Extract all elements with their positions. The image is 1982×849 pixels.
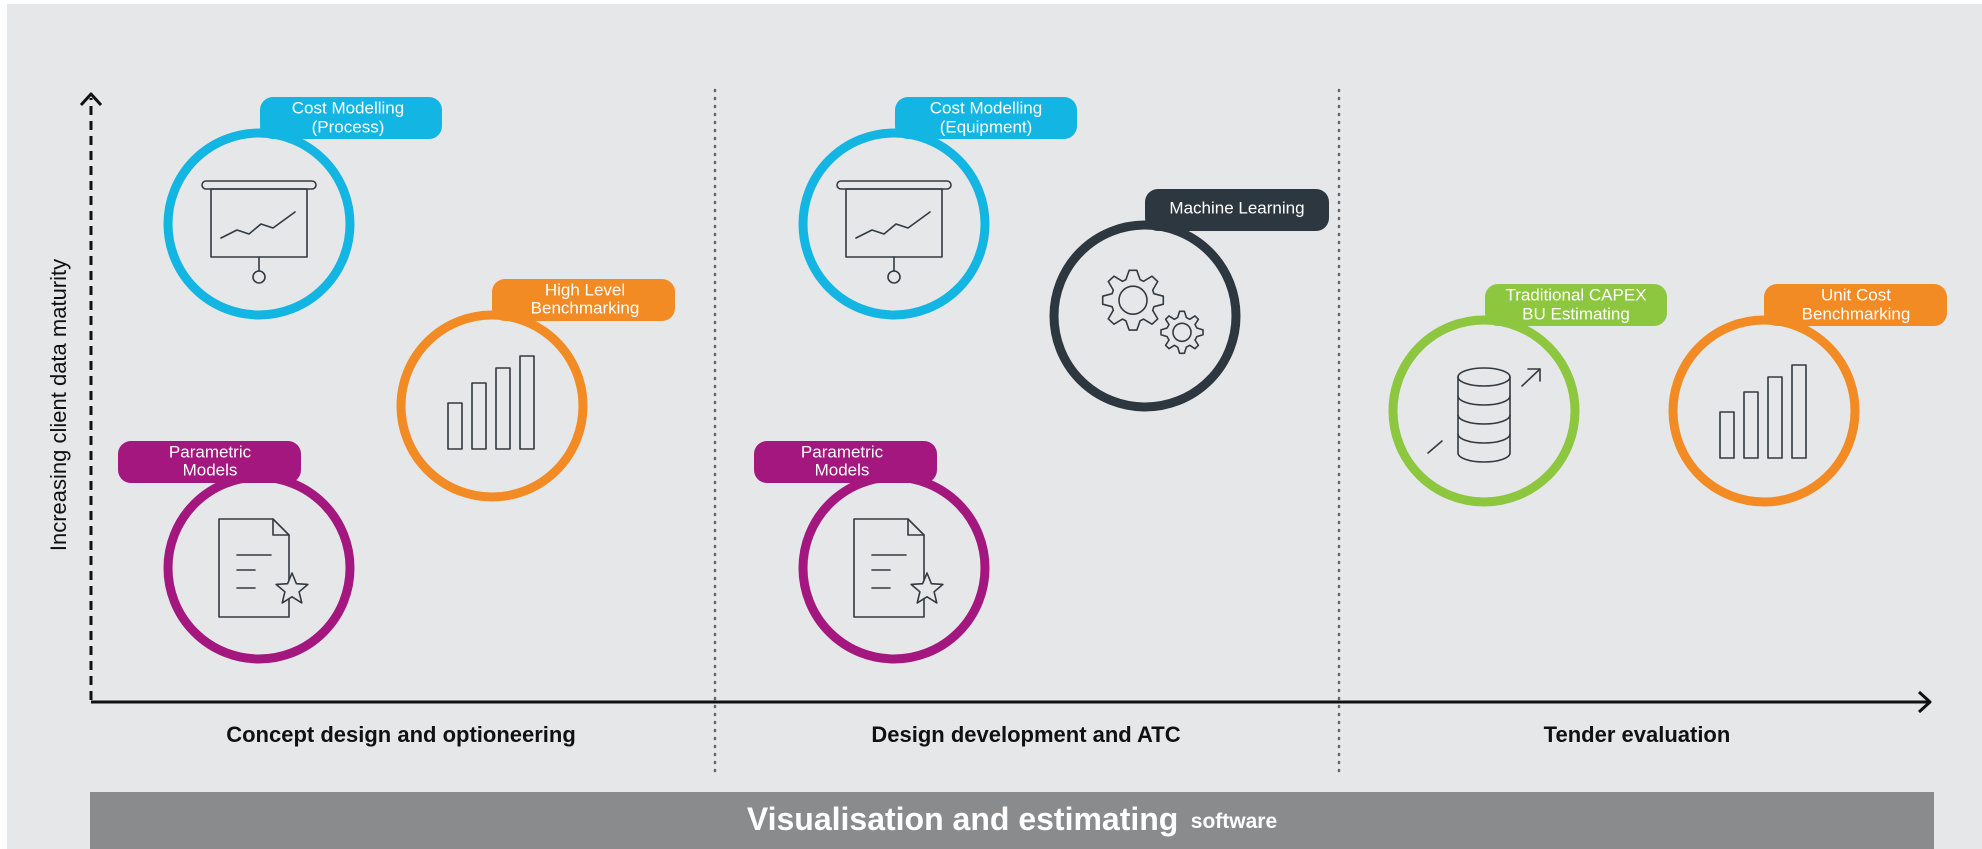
phase-label: Tender evaluation — [1544, 722, 1731, 747]
node-label-line: (Process) — [312, 117, 385, 136]
phase-label: Design development and ATC — [871, 722, 1180, 747]
node-label-line: Models — [815, 460, 870, 479]
node-label-line: Benchmarking — [1802, 304, 1911, 323]
node-label-line: Machine Learning — [1169, 198, 1304, 217]
node-label-pill — [492, 279, 675, 321]
node-traditional-capex: Traditional CAPEX BU Estimating — [1388, 284, 1667, 507]
node-label-pill — [1764, 284, 1947, 326]
node-label-pill — [118, 441, 301, 483]
node-label-line: Parametric — [169, 442, 252, 461]
node-ring — [163, 128, 355, 320]
node-parametric-models: Parametric Models — [118, 441, 355, 664]
node-ring — [1049, 220, 1241, 412]
node-label-pill — [260, 97, 442, 139]
node-machine-learning: Machine Learning — [1049, 189, 1329, 412]
node-label-line: Traditional CAPEX — [1505, 285, 1646, 304]
node-label-line: Parametric — [801, 442, 884, 461]
node-label-line: Benchmarking — [531, 298, 640, 317]
node-high-level-benchmarking: High Level Benchmarking — [396, 279, 675, 502]
node-ring — [1388, 315, 1580, 507]
banner-main-text: Visualisation and estimating — [747, 801, 1179, 837]
node-label-line: Unit Cost — [1821, 285, 1891, 304]
node-label-pill — [754, 441, 937, 483]
background-panel — [7, 4, 1982, 849]
node-cost-modelling-process: Cost Modelling (Process) — [163, 97, 442, 320]
node-label-line: Cost Modelling — [292, 98, 404, 117]
y-axis-label: Increasing client data maturity — [46, 259, 71, 551]
node-cost-modelling-equipment: Cost Modelling (Equipment) — [798, 97, 1077, 320]
software-banner — [90, 792, 1934, 849]
y-axis — [79, 92, 103, 700]
node-label-line: High Level — [545, 280, 625, 299]
x-axis — [91, 690, 1932, 714]
phase-label: Concept design and optioneering — [226, 722, 576, 747]
node-label-line: Models — [183, 460, 238, 479]
node-ring — [396, 310, 588, 502]
node-ring — [798, 128, 990, 320]
software-banner-title: Visualisation and estimating software — [747, 801, 1277, 837]
node-ring — [1668, 315, 1860, 507]
node-parametric-models: Parametric Models — [754, 441, 990, 664]
node-label-line: BU Estimating — [1522, 304, 1630, 323]
node-label-pill — [1145, 189, 1329, 231]
node-label-line: (Equipment) — [940, 117, 1033, 136]
node-unit-cost-benchmarking: Unit Cost Benchmarking — [1668, 284, 1947, 507]
banner-sub-text: software — [1191, 810, 1277, 833]
node-label-line: Cost Modelling — [930, 98, 1042, 117]
node-label-pill — [895, 97, 1077, 139]
node-label-pill — [1485, 284, 1667, 326]
